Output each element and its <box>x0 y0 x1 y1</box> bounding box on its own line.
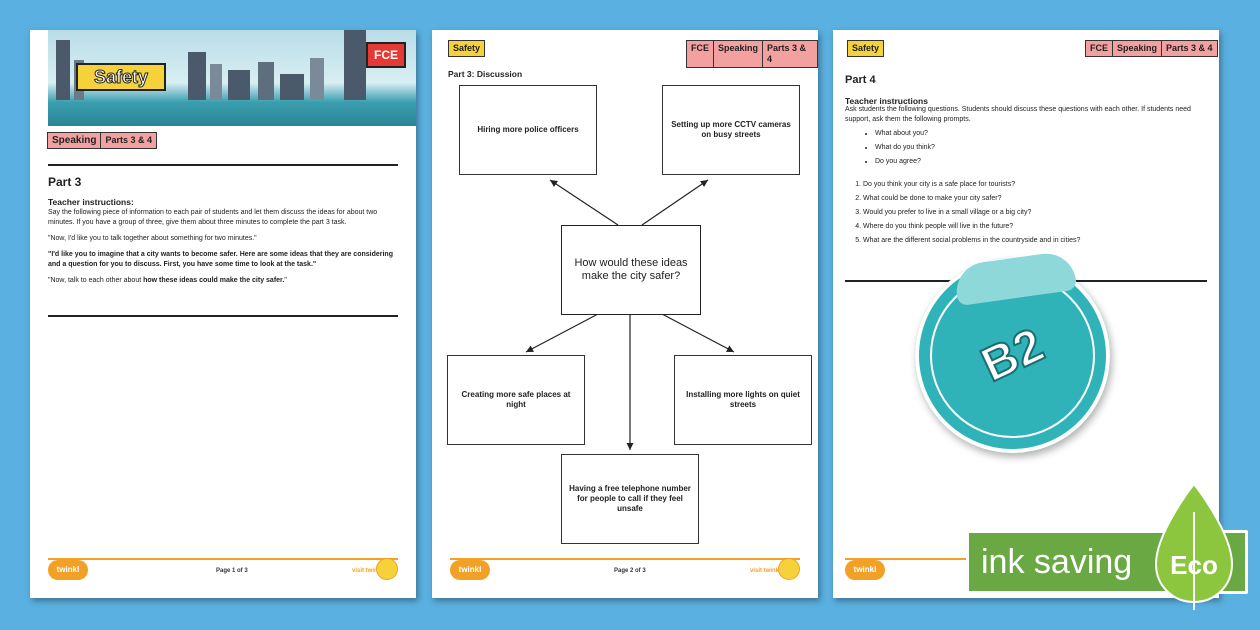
eco-badge-text: Eco <box>1170 550 1218 580</box>
instructions-title: Teacher instructions <box>845 96 928 106</box>
para-4-end: " <box>284 277 287 284</box>
topic-tag: Safety <box>847 40 885 57</box>
badge-icon <box>778 558 800 580</box>
page-number: Page 1 of 3 <box>216 568 248 574</box>
tag-fce: FCE <box>686 40 714 68</box>
footer-url[interactable]: visit twinkl.com <box>352 568 397 574</box>
footer-divider <box>450 558 800 560</box>
instructions-para-1: Say the following piece of information t… <box>48 209 378 226</box>
footer-divider <box>48 558 398 560</box>
level-label: B2 <box>972 318 1052 394</box>
section-title: Part 3 <box>48 175 82 189</box>
section-title: Part 3: Discussion <box>448 69 523 79</box>
page-1: Safety FCE Speaking Parts 3 & 4 Part 3 T… <box>30 30 416 598</box>
divider <box>48 164 398 166</box>
para-4-bold: how these ideas could make the city safe… <box>143 277 285 284</box>
question-item: Would you prefer to live in a small vill… <box>863 208 1080 217</box>
central-question: How would these ideas make the city safe… <box>561 225 701 315</box>
idea-box-cctv: Setting up more CCTV cameras on busy str… <box>662 85 800 175</box>
prompt-list: What about you? What do you think? Do yo… <box>875 129 935 171</box>
section-title: Part 4 <box>845 74 876 86</box>
tag-speaking: Speaking <box>47 132 102 149</box>
idea-box-safe-places: Creating more safe places at night <box>447 355 585 445</box>
prompt-item: What about you? <box>875 129 935 138</box>
idea-box-police: Hiring more police officers <box>459 85 597 175</box>
para-4-start: "Now, talk to each other about <box>48 277 144 284</box>
badge-icon <box>376 558 398 580</box>
level-tags: FCE Speaking Parts 3 & 4 <box>1085 40 1218 57</box>
prompt-item: What do you think? <box>875 143 935 152</box>
tag-parts: Parts 3 & 4 <box>1161 40 1218 57</box>
level-tags: FCE Speaking Parts 3 & 4 <box>686 40 818 68</box>
topic-tag: Safety <box>448 40 486 57</box>
tag-speaking: Speaking <box>1112 40 1163 57</box>
leaf-icon: Eco <box>1154 482 1234 610</box>
fce-badge: FCE <box>366 42 406 68</box>
twinkl-logo: twinkl ESL <box>48 560 88 594</box>
page-2: Safety FCE Speaking Parts 3 & 4 Part 3: … <box>432 30 818 598</box>
footer-url[interactable]: visit twinkl.com <box>750 568 795 574</box>
question-item: What could be done to make your city saf… <box>863 194 1080 203</box>
prompt-item: Do you agree? <box>875 157 935 166</box>
question-item: Do you think your city is a safe place f… <box>863 180 1080 189</box>
instructions-para-3: "I'd like you to imagine that a city wan… <box>48 251 393 268</box>
tag-speaking: Speaking <box>713 40 764 68</box>
tag-fce: FCE <box>1085 40 1113 57</box>
idea-box-lights: Installing more lights on quiet streets <box>674 355 812 445</box>
city-banner-image: Safety FCE <box>48 30 416 126</box>
instructions-title: Teacher instructions: <box>48 197 134 207</box>
banner-title: Safety <box>76 63 166 91</box>
idea-box-telephone: Having a free telephone number for peopl… <box>561 454 699 544</box>
level-tags: Speaking Parts 3 & 4 <box>47 132 157 149</box>
question-list: Do you think your city is a safe place f… <box>863 180 1080 250</box>
eco-label: ink saving <box>981 542 1133 581</box>
question-item: What are the different social problems i… <box>863 236 1080 245</box>
diagram-arrows <box>525 179 735 450</box>
twinkl-logo: twinkl ESL <box>450 560 490 594</box>
instructions-para-2: "Now, I'd like you to talk together abou… <box>48 235 257 242</box>
instructions-intro: Ask students the following questions. St… <box>845 106 1191 123</box>
divider <box>48 315 398 317</box>
tag-parts: Parts 3 & 4 <box>100 132 157 149</box>
tag-parts: Parts 3 & 4 <box>762 40 818 68</box>
instructions-para-4: "Now, talk to each other about how these… <box>48 276 398 286</box>
page-number: Page 2 of 3 <box>614 568 646 574</box>
twinkl-logo: twinkl ESL <box>845 560 885 594</box>
question-item: Where do you think people will live in t… <box>863 222 1080 231</box>
